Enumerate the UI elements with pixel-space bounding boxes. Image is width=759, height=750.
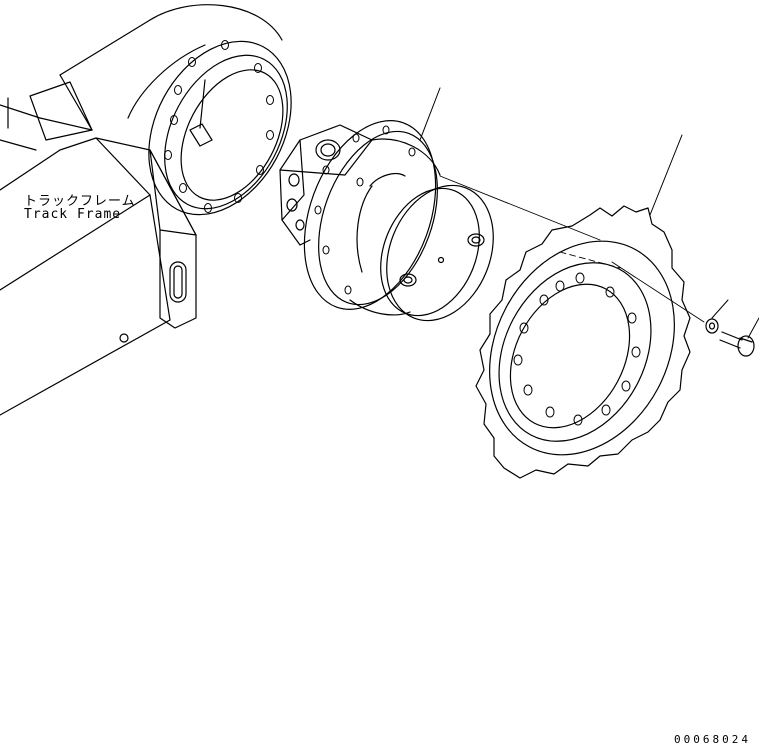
leader-line-motor: [420, 88, 440, 140]
track-frame-label-jp: トラックフレーム: [24, 194, 136, 209]
assembly-axis-line: [440, 176, 704, 322]
leader-line-sprocket: [650, 135, 682, 215]
bolt: [720, 332, 754, 356]
sprocket: [453, 206, 710, 487]
track-frame: [0, 5, 320, 415]
leader-line-washer: [712, 300, 728, 318]
assembly-axis-dash: [560, 252, 620, 268]
washer: [706, 319, 718, 333]
leader-line-bolt: [748, 318, 759, 338]
final-drive-motor: [280, 102, 513, 336]
track-frame-label-en: Track Frame: [24, 207, 122, 222]
figure-code: 00068024: [674, 733, 751, 746]
